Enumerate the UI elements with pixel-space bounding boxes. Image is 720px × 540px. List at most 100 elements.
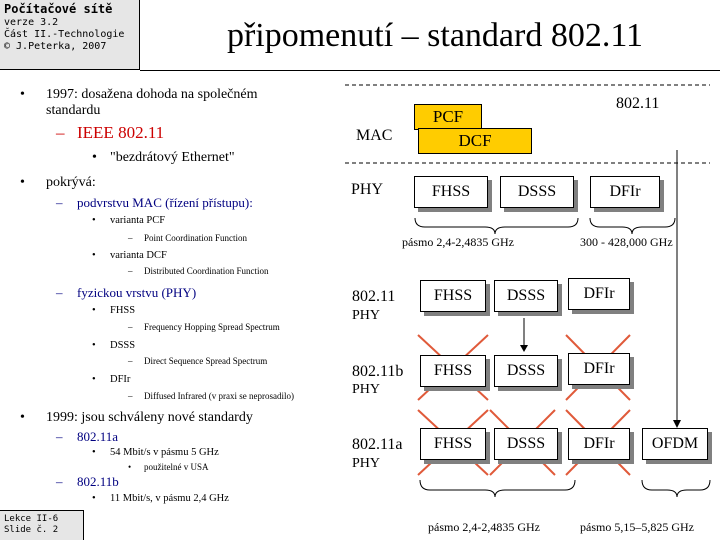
dsss-full: Direct Sequence Spread Spectrum bbox=[144, 356, 268, 366]
bullet-1999: 1999: jsou schváleny nové standardy bbox=[46, 410, 253, 425]
sub-dash: – bbox=[128, 322, 133, 332]
dcf-block: DCF bbox=[418, 128, 532, 154]
r2-fhss-box: FHSS bbox=[420, 355, 486, 387]
wireless-ethernet-label: "bezdrátový Ethernet" bbox=[110, 150, 235, 165]
brace-24-bottom bbox=[419, 479, 576, 498]
dsss-item: DSSS bbox=[110, 340, 136, 351]
bullet-dot: • bbox=[92, 447, 96, 458]
bullet-dot: • bbox=[92, 150, 97, 165]
phy-label: PHY bbox=[351, 181, 384, 198]
pcf-variant: varianta PCF bbox=[110, 215, 166, 226]
s11b-detail: 11 Mbit/s, v pásmu 2,4 GHz bbox=[110, 493, 229, 504]
r2-dfir-label: DFIr bbox=[583, 360, 615, 377]
bullet-dot: • bbox=[20, 87, 25, 102]
r2-dsss-label: DSSS bbox=[506, 362, 546, 379]
sub-dash: – bbox=[128, 391, 133, 401]
r3-fhss-box: FHSS bbox=[420, 428, 486, 460]
row-80211-label: 802.11 bbox=[352, 288, 396, 305]
mac-dash: – bbox=[56, 195, 63, 210]
course-info-box: Počítačové sítě verze 3.2 Část II.-Techn… bbox=[0, 0, 140, 70]
r1-fhss-label: FHSS bbox=[433, 287, 473, 304]
pcf-full: Point Coordination Function bbox=[144, 233, 248, 243]
r3-dfir-label: DFIr bbox=[583, 435, 615, 452]
r3-fhss-label: FHSS bbox=[433, 435, 473, 452]
row-80211a-label: 802.11a bbox=[352, 436, 403, 453]
bullet-dot: • bbox=[92, 215, 96, 226]
phy-dsss-label: DSSS bbox=[517, 183, 557, 200]
ieee-label: IEEE 802.11 bbox=[77, 123, 165, 142]
course-author: © J.Peterka, 2007 bbox=[4, 41, 107, 52]
pcf-label: PCF bbox=[432, 107, 464, 126]
sub-dash: – bbox=[128, 233, 133, 243]
phy-layer-label: fyzickou vrstvu (PHY) bbox=[77, 285, 197, 300]
sub-dash: – bbox=[128, 356, 133, 366]
band-ir-label: 300 - 428,000 GHz bbox=[580, 235, 673, 249]
s11b-dash: – bbox=[56, 474, 63, 489]
bullet-dot: • bbox=[92, 374, 96, 385]
arrow-ofdm-head bbox=[673, 420, 681, 428]
header-divider bbox=[140, 70, 720, 71]
r3-dfir-box: DFIr bbox=[568, 428, 630, 460]
course-version: verze 3.2 bbox=[4, 17, 59, 28]
bullet-dot: • bbox=[92, 493, 96, 504]
pcf-block: PCF bbox=[414, 104, 482, 130]
row-80211-phy: PHY bbox=[352, 308, 381, 323]
fhss-full: Frequency Hopping Spread Spectrum bbox=[144, 322, 280, 332]
band-5-bottom-label: pásmo 5,15–5,825 GHz bbox=[580, 520, 694, 534]
bullet-dot: • bbox=[128, 462, 132, 472]
dcf-variant: varianta DCF bbox=[110, 250, 167, 261]
bullet-dot: • bbox=[20, 410, 25, 425]
r3-ofdm-box: OFDM bbox=[642, 428, 708, 460]
phy-dash: – bbox=[56, 285, 63, 300]
r3-dsss-label: DSSS bbox=[506, 435, 546, 452]
std-label-top: 802.11 bbox=[616, 95, 660, 112]
r2-dfir-box: DFIr bbox=[568, 353, 630, 385]
brace-ir-top bbox=[589, 217, 676, 235]
covers-label: pokrývá: bbox=[46, 175, 96, 190]
row-80211b-phy: PHY bbox=[352, 382, 381, 397]
dfir-full: Diffused Infrared (v praxi se neprosadil… bbox=[144, 391, 295, 401]
s11a-dash: – bbox=[56, 429, 63, 444]
r1-dsss-label: DSSS bbox=[506, 287, 546, 304]
arrow-dsss-head bbox=[520, 345, 528, 352]
s11a-detail: 54 Mbit/s v pásmu 5 GHz bbox=[110, 447, 219, 458]
dcf-full: Distributed Coordination Function bbox=[144, 266, 269, 276]
phy-fhss-label: FHSS bbox=[431, 183, 471, 200]
lesson-label: Lekce II-6 bbox=[4, 514, 59, 524]
r3-ofdm-label: OFDM bbox=[651, 435, 699, 452]
s11a-label: 802.11a bbox=[77, 429, 119, 444]
course-part: Část II.-Technologie bbox=[4, 29, 125, 40]
band-24-bottom-label: pásmo 2,4-2,4835 GHz bbox=[428, 520, 540, 534]
row-80211a-phy: PHY bbox=[352, 456, 381, 471]
bullet-dot: • bbox=[92, 340, 96, 351]
slide-number: Slide č. 2 bbox=[4, 525, 59, 535]
dcf-label: DCF bbox=[458, 131, 492, 150]
s11a-note: použitelné v USA bbox=[144, 462, 209, 472]
mac-label: MAC bbox=[356, 127, 393, 144]
r1-fhss-box: FHSS bbox=[420, 280, 486, 312]
s11b-label: 802.11b bbox=[77, 474, 119, 489]
bullet-dot: • bbox=[20, 175, 25, 190]
dfir-item: DFIr bbox=[110, 374, 131, 385]
slide-footer: Lekce II-6 Slide č. 2 bbox=[0, 510, 84, 540]
r2-fhss-label: FHSS bbox=[433, 362, 473, 379]
brace-24-top bbox=[414, 217, 579, 235]
brace-5-bottom bbox=[641, 479, 711, 498]
phy-fhss-box: FHSS bbox=[414, 176, 488, 208]
r2-dsss-box: DSSS bbox=[494, 355, 558, 387]
row-80211b-label: 802.11b bbox=[352, 363, 404, 380]
r1-dsss-box: DSSS bbox=[494, 280, 558, 312]
phy-dfir-box: DFIr bbox=[590, 176, 660, 208]
bullet-dot: • bbox=[92, 250, 96, 261]
bullet-1997-line1: 1997: dosažena dohoda na společném bbox=[46, 87, 258, 102]
r1-dfir-box: DFIr bbox=[568, 278, 630, 310]
slide-title: připomenutí – standard 802.11 bbox=[226, 17, 644, 54]
band-24-label: pásmo 2,4-2,4835 GHz bbox=[402, 235, 514, 249]
sub-dash: – bbox=[128, 266, 133, 276]
fhss-item: FHSS bbox=[110, 305, 136, 316]
phy-dfir-label: DFIr bbox=[609, 183, 641, 200]
r1-dfir-label: DFIr bbox=[583, 285, 615, 302]
course-name: Počítačové sítě bbox=[4, 2, 113, 16]
ieee-dash: – bbox=[56, 123, 65, 142]
phy-dsss-box: DSSS bbox=[500, 176, 574, 208]
